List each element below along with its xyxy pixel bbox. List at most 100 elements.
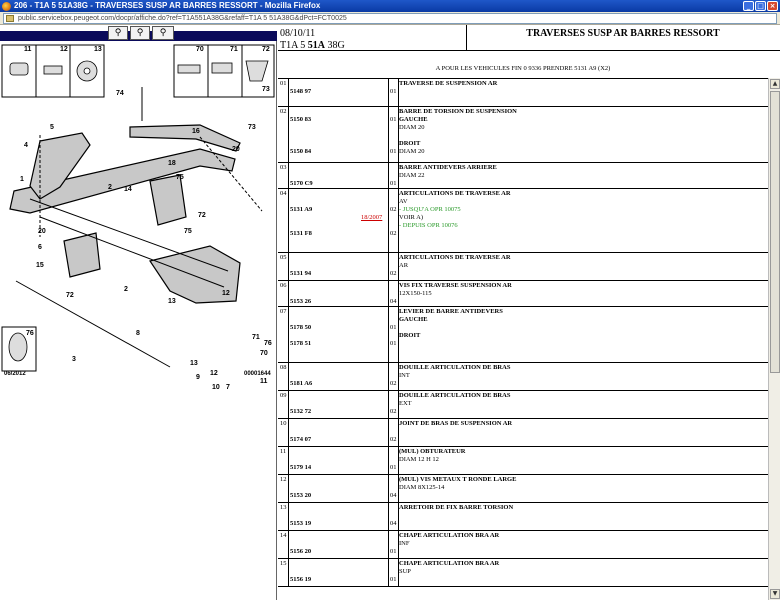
row-group-number: 06	[280, 282, 287, 289]
part-description: DOUILLE ARTICULATION DE BRAS	[399, 392, 511, 399]
callout: 9	[196, 374, 200, 381]
part-quantity: 04	[390, 520, 397, 527]
callout: 14	[124, 186, 132, 193]
header-date: 08/10/11	[280, 28, 316, 39]
part-reference[interactable]: 5156 19	[290, 576, 312, 583]
part-description: JOINT DE BRAS DE SUSPENSION AR	[399, 420, 513, 427]
callout: 75	[184, 228, 192, 235]
part-reference[interactable]: 5156 20	[290, 548, 312, 555]
part-quantity: 01	[390, 464, 397, 471]
part-reference[interactable]: 5170 C9	[290, 180, 313, 187]
part-reference[interactable]: 5150 83	[290, 116, 312, 123]
callout: 1	[20, 176, 24, 183]
revision-date-link[interactable]: 18/2007	[361, 214, 383, 221]
part-description: INT	[399, 372, 410, 379]
url-field[interactable]: public.servicebox.peugeot.com/docpr/affi…	[3, 13, 777, 24]
part-quantity: 02	[390, 380, 397, 387]
cap-part	[245, 60, 269, 82]
maximize-icon[interactable]: □	[755, 1, 766, 11]
row-group-number: 07	[280, 308, 287, 315]
parts-header: 08/10/11 T1A 5 51A 38G TRAVERSES SUSP AR…	[278, 25, 780, 51]
row-group-number: 03	[280, 164, 287, 171]
vertical-scrollbar[interactable]: ▲ ▼	[768, 78, 780, 600]
close-icon[interactable]: ×	[767, 1, 778, 11]
row-group-number: 14	[280, 532, 287, 539]
part-description: AR	[399, 262, 409, 269]
page-title: TRAVERSES SUSP AR BARRES RESSORT	[526, 28, 720, 39]
callout: 11	[260, 378, 268, 385]
callout: 12	[222, 290, 230, 297]
part-reference[interactable]: 5178 51	[290, 340, 312, 347]
part-description: DROIT	[399, 332, 421, 339]
scroll-thumb[interactable]	[770, 91, 780, 373]
callout: 2	[108, 184, 112, 191]
callout: 3	[72, 356, 76, 363]
bracket-15	[63, 232, 101, 278]
callout: 12	[60, 46, 68, 53]
torsion-bar-2a	[29, 198, 229, 272]
part-quantity: 01	[390, 88, 397, 95]
url-text: public.servicebox.peugeot.com/docpr/affi…	[18, 15, 347, 22]
callout: 13	[190, 360, 198, 367]
callout: 13	[94, 46, 102, 53]
part-reference[interactable]: 5150 84	[290, 148, 312, 155]
row-group-number: 15	[280, 560, 287, 567]
zoom-fit-button[interactable]: ⚲	[152, 26, 174, 40]
exploded-parts-diagram: 11 12 13 70 71 72 73 74 5 16 73 20 4 18 …	[1, 44, 275, 391]
part-reference[interactable]: 5131 F8	[290, 230, 312, 237]
seal-part	[8, 332, 28, 362]
part-reference[interactable]: 5153 20	[290, 492, 312, 499]
zoom-out-icon: ⚲	[136, 28, 144, 38]
part-description: (MUL) OBTURATEUR	[399, 448, 466, 455]
part-reference[interactable]: 5131 A9	[290, 206, 313, 213]
row-group-number: 01	[280, 80, 287, 87]
part-reference[interactable]: 5179 14	[290, 464, 312, 471]
zoom-out-button[interactable]: ⚲	[130, 26, 150, 40]
inset-box-left	[1, 44, 105, 98]
part-description: 12X150-115	[399, 290, 432, 297]
part-description: DOUILLE ARTICULATION DE BRAS	[399, 364, 511, 371]
part-reference[interactable]: 5131 94	[290, 270, 312, 277]
callout: 12	[210, 370, 218, 377]
part-quantity: 04	[390, 298, 397, 305]
row-group-number: 05	[280, 254, 287, 261]
part-reference[interactable]: 5153 26	[290, 298, 312, 305]
minimize-icon[interactable]: _	[743, 1, 754, 11]
zoom-in-button[interactable]: ⚲	[108, 26, 128, 40]
part-description: AV	[399, 198, 408, 205]
part-quantity: 01	[390, 148, 397, 155]
part-reference[interactable]: 5148 97	[290, 88, 312, 95]
part-description: CHAPE ARTICULATION BRA AR	[399, 560, 500, 567]
callout: 75	[176, 174, 184, 181]
scroll-down-icon[interactable]: ▼	[770, 589, 780, 599]
part-reference[interactable]: 5181 A6	[290, 380, 313, 387]
part-description: DROIT	[399, 140, 421, 147]
part-reference[interactable]: 5178 50	[290, 324, 312, 331]
firefox-icon	[2, 2, 11, 11]
callout: 13	[168, 298, 176, 305]
part-reference[interactable]: 5153 19	[290, 520, 312, 527]
callout: 71	[230, 46, 238, 53]
bolt-flange-part	[211, 62, 233, 74]
scroll-up-icon[interactable]: ▲	[770, 79, 780, 89]
part-description: TRAVERSE DE SUSPENSION AR	[399, 80, 498, 87]
part-reference[interactable]: 5174 07	[290, 436, 312, 443]
window-title: 206 - T1A 5 51A38G - TRAVERSES SUSP AR B…	[14, 1, 321, 10]
part-reference[interactable]: 5132 72	[290, 408, 312, 415]
